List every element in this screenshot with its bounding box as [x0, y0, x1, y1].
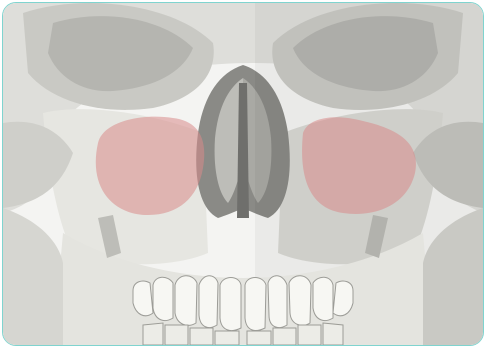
tooth [175, 276, 197, 326]
tooth [133, 281, 153, 316]
tooth [199, 276, 218, 328]
tooth [247, 331, 271, 345]
tooth [143, 323, 163, 345]
tooth [190, 328, 213, 345]
tooth [153, 277, 173, 320]
tooth [333, 281, 353, 316]
tooth [220, 278, 241, 331]
tooth [215, 331, 239, 345]
tooth [273, 328, 296, 345]
tooth [165, 325, 188, 345]
tooth [323, 323, 343, 345]
tooth [245, 278, 266, 331]
tooth [289, 276, 311, 326]
tooth [313, 277, 333, 320]
skull-illustration [3, 3, 483, 345]
nasal-septum [237, 83, 249, 218]
tooth [298, 325, 321, 345]
tooth [268, 276, 287, 328]
